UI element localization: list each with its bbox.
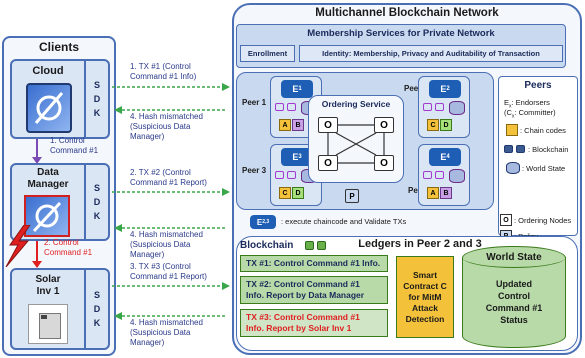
network-title: Multichannel Blockchain Network	[315, 7, 499, 19]
peer3-chaincode-d: D	[292, 187, 304, 199]
peer2-chaincode-d: D	[440, 119, 452, 131]
ledger-tx2: TX #2: Control Command #1 Info. Report b…	[240, 276, 388, 304]
ledger-blockchain-icon	[305, 241, 327, 250]
hash3-label: 4. Hash mismatched (Suspicious Data Mana…	[130, 318, 203, 347]
peer3-label: Peer 3	[242, 166, 267, 175]
tx3-label: 3. TX #3 (Control Command #1 Report)	[130, 262, 207, 281]
peer4-blockchain-icon	[423, 171, 445, 179]
peer1-label: Peer 1	[242, 98, 267, 107]
legend-chaincode-icon	[506, 124, 518, 136]
solar-inverter-device-icon	[28, 304, 68, 344]
data-manager-app-icon	[24, 195, 70, 237]
legend-title: Peers	[524, 80, 552, 91]
e23-description: : execute chaincode and Validate TXs	[281, 217, 407, 226]
legend-chaincode-label: : Chain codes	[520, 126, 566, 135]
ledgers-title: Ledgers in Peer 2 and 3	[358, 238, 482, 250]
peer2-world-state-icon	[449, 101, 465, 115]
hash2-label: 4. Hash mismatched (Suspicious Data Mana…	[130, 230, 203, 259]
peer1-chaincode-a: A	[279, 119, 291, 131]
peer3-blockchain-icon	[275, 171, 297, 179]
smart-contract-box: Smart Contract C for MitM Attack Detecti…	[396, 256, 454, 338]
ordering-service-title: Ordering Service	[321, 99, 391, 109]
peer4-world-state-icon	[449, 169, 465, 183]
enrollment-box: Enrollment	[240, 45, 295, 62]
world-state-body: Updated Control Command #1 Status	[485, 279, 543, 325]
peer4-chaincode-a: A	[427, 187, 439, 199]
solar-label: Solar Inv 1	[35, 274, 61, 297]
tx1-label: 1. TX #1 (Control Command #1 Info)	[130, 62, 197, 81]
ordering-node-3: O	[318, 155, 338, 171]
sdk-s: S	[93, 80, 100, 90]
ledger-tx3: TX #3: Control Command #1 Info. Report b…	[240, 309, 388, 337]
peer1-chaincode-b: B	[292, 119, 304, 131]
lightning-attack-icon	[5, 225, 31, 267]
clients-title: Clients	[38, 40, 79, 54]
peer2-blockchain-icon	[423, 103, 445, 111]
peer2-label: Peer 2	[404, 84, 429, 93]
cmd1-label: 1. Control Command #1	[50, 136, 99, 155]
legend-ordering-icon: O	[500, 214, 512, 226]
peer2-chaincode-c: C	[427, 119, 439, 131]
sdk-k: K	[93, 108, 101, 118]
ledger-tx1: TX #1: Control Command #1 Info.	[240, 255, 388, 272]
membership-title: Membership Services for Private Network	[307, 28, 495, 39]
peer3-chaincode-c: C	[279, 187, 291, 199]
identity-box: Identity: Membership, Privacy and Audita…	[299, 45, 563, 62]
sdk-d: D	[93, 94, 101, 104]
world-state-cylinder-top	[462, 246, 566, 268]
data-manager-label: Data Manager	[27, 167, 69, 190]
legend-blockchain-icon	[504, 145, 526, 153]
legend-box	[498, 76, 578, 236]
dm-to-solar-arrow	[32, 241, 42, 268]
ordering-links	[327, 124, 385, 164]
peer1-blockchain-icon	[275, 103, 297, 111]
ordering-node-4: O	[374, 155, 394, 171]
tx2-label: 2. TX #2 (Control Command #1 Report)	[130, 168, 207, 187]
legend-ordering-label: : Ordering Nodes	[514, 216, 572, 225]
legend-endorsers: Ex: Endorsers	[504, 98, 550, 110]
ordering-node-1: O	[318, 117, 338, 133]
legend-blockchain-label: : Blockchain	[528, 145, 569, 154]
cloud-app-icon	[26, 83, 72, 133]
policy-badge: P	[345, 189, 359, 203]
world-state-title: World State	[486, 252, 542, 263]
hash1-label: 4. Hash mismatched (Suspicious Data Mana…	[130, 112, 203, 141]
legend-world-state-icon	[506, 162, 520, 174]
legend-world-state-label: : World State	[522, 164, 566, 173]
ordering-node-2: O	[374, 117, 394, 133]
peer4-chaincode-b: B	[440, 187, 452, 199]
cmd2-label: 2. Control Command #1	[44, 238, 93, 257]
cloud-to-dm-arrow	[32, 139, 42, 164]
blockchain-label: Blockchain	[240, 240, 294, 251]
cloud-label: Cloud	[32, 65, 64, 77]
legend-committer: (Cx: Committer)	[504, 108, 556, 120]
